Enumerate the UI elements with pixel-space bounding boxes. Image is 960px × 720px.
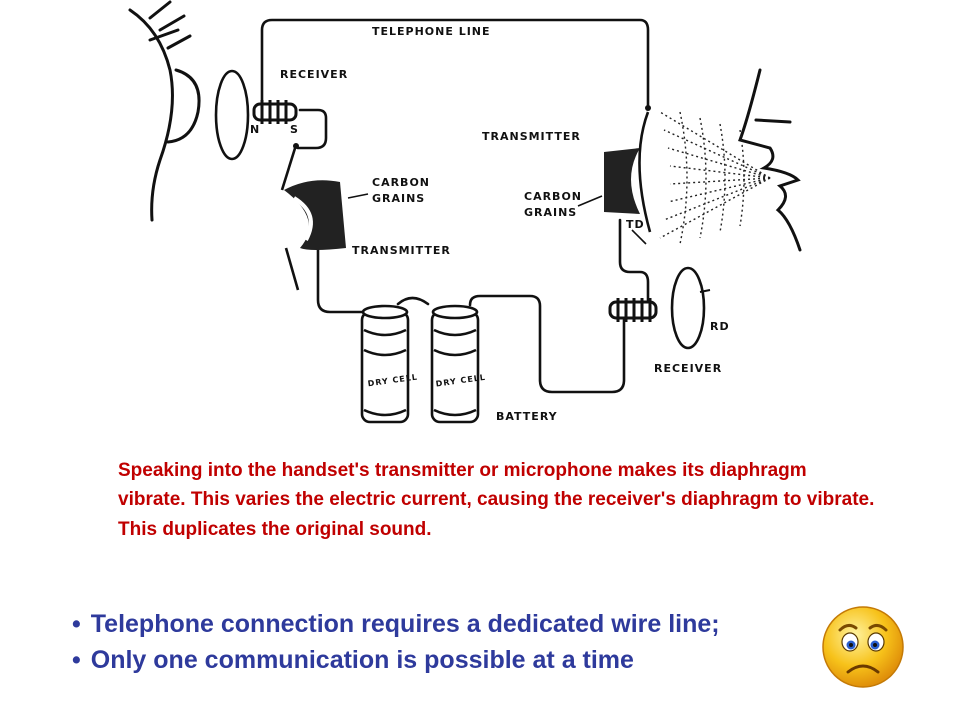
diagram-caption: Speaking into the handset's transmitter … [118, 460, 875, 540]
sad-face-icon [822, 606, 904, 688]
right-transmitter [604, 105, 652, 233]
label-transmitter-left: TRANSMITTER [352, 244, 451, 257]
right-receiver-coil [608, 298, 658, 322]
label-receiver-left: RECEIVER [280, 68, 348, 81]
left-head-outline [128, 8, 174, 222]
right-eyebrow [754, 118, 792, 124]
label-battery: BATTERY [496, 410, 558, 423]
label-rd: RD [710, 320, 730, 333]
label-receiver-right: RECEIVER [654, 362, 722, 375]
bullet-dot: • [72, 646, 81, 674]
label-transmitter-right: TRANSMITTER [482, 130, 581, 143]
bullet-dot: • [72, 610, 81, 638]
right-diaphragm [670, 266, 706, 350]
bullet-item: • Telephone connection requires a dedicat… [72, 606, 720, 642]
label-carbon-left-2: GRAINS [372, 192, 425, 205]
bullet-list: • Telephone connection requires a dedicat… [72, 606, 720, 678]
bullet-item: • Only one communication is possible at a… [72, 642, 720, 678]
telephone-line-wire [260, 18, 650, 110]
left-hair [148, 0, 192, 50]
left-receiver-coil [252, 100, 298, 124]
label-carbon-right-2: GRAINS [524, 206, 577, 219]
label-n: N [250, 123, 260, 136]
battery-link-wire [396, 296, 430, 306]
bullet-text: Telephone connection requires a dedicate… [90, 610, 720, 638]
right-face-profile [738, 68, 802, 252]
right-transmitter-wire [618, 218, 650, 302]
label-telephone-line: TELEPHONE LINE [372, 25, 491, 38]
left-ear [166, 68, 201, 144]
left-battery-wire [316, 238, 372, 314]
sound-waves [659, 111, 771, 245]
label-s: S [290, 123, 299, 136]
label-carbon-left-1: CARBON [372, 176, 430, 189]
battery-right-wire [468, 294, 626, 394]
left-receiver-wire [296, 108, 328, 150]
label-td: TD [626, 218, 645, 231]
left-transmitter [280, 143, 346, 291]
bullet-text: Only one communication is possible at a … [90, 646, 634, 674]
battery-cells [360, 304, 480, 424]
telephone-circuit-diagram: TELEPHONE LINE RECEIVER N S CARBON GRAIN… [128, 0, 802, 424]
left-diaphragm [214, 69, 250, 161]
label-carbon-right-1: CARBON [524, 190, 582, 203]
